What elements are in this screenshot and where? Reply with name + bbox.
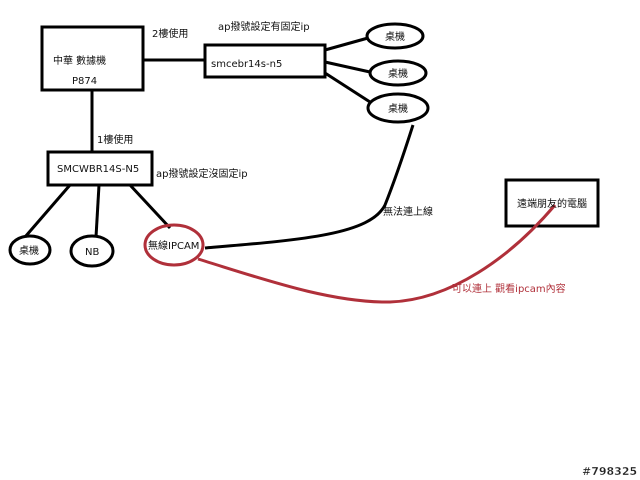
success-link-label: 可以連上 觀看ipcam內容 — [452, 282, 566, 295]
floor1-nb — [69, 234, 115, 268]
floor2-pc-1 — [365, 22, 425, 50]
modem-box — [40, 25, 145, 92]
modem-model: P874 — [72, 76, 97, 87]
floor2-pc-3 — [366, 92, 430, 124]
link-ipcam-fail — [204, 124, 415, 250]
floor1-label: 1樓使用 — [97, 133, 133, 146]
link-ap2-pc3 — [324, 71, 371, 104]
ipcam-label: 無線IPCAM — [148, 239, 199, 252]
floor2-pc-1-label: 桌機 — [385, 30, 405, 43]
floor2-label: 2樓使用 — [152, 27, 188, 40]
modem-label: 中華 數據機 — [53, 54, 106, 67]
link-ap2-pc1 — [324, 36, 369, 52]
ap-floor1-note: ap撥號設定沒固定ip — [156, 167, 248, 180]
link-ap1-pc — [23, 184, 72, 238]
link-ipcam-success — [197, 204, 557, 304]
floor2-pc-2-label: 桌機 — [388, 67, 408, 80]
link-ap1-nb — [94, 184, 101, 238]
floor2-pc-2 — [368, 59, 428, 87]
floor2-pc-3-label: 桌機 — [388, 102, 408, 115]
remote-pc-label: 遠端朋友的電腦 — [517, 197, 587, 210]
ap-floor2-note: ap撥號設定有固定ip — [218, 20, 310, 33]
ap-floor1-label: SMCWBR14S-N5 — [57, 164, 139, 175]
fail-link-label: 無法連上線 — [383, 205, 433, 218]
ap-floor1-box — [46, 150, 154, 187]
link-ap2-pc2 — [324, 60, 371, 74]
ap-floor2-box — [203, 43, 327, 79]
ap-floor2-label: smcebr14s-n5 — [211, 59, 282, 70]
link-ap1-ipcam — [128, 183, 172, 230]
floor1-pc-label: 桌機 — [19, 244, 39, 257]
remote-pc-box — [504, 178, 600, 228]
floor1-nb-label: NB — [85, 247, 99, 258]
watermark: #798325 — [582, 465, 637, 478]
ipcam-ellipse — [143, 223, 205, 267]
floor1-pc — [8, 234, 52, 266]
